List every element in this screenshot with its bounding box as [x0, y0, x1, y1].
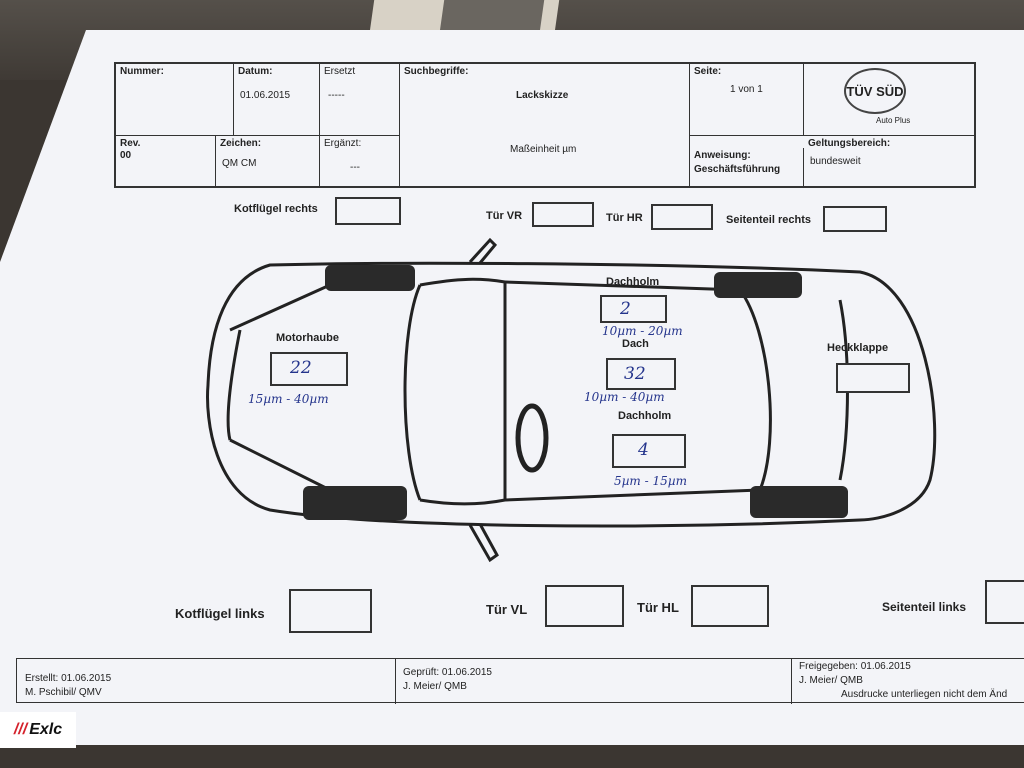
zeichen-value: QM CM	[222, 158, 257, 169]
steering-wheel	[515, 403, 549, 473]
seitenteil-links-box[interactable]	[985, 580, 1024, 624]
windshield-line	[403, 284, 422, 501]
dachholm-top-value: 2	[620, 299, 631, 319]
footer-divider-1	[395, 659, 396, 704]
motorhaube-label: Motorhaube	[276, 332, 339, 344]
datum-label: Datum:	[238, 66, 273, 77]
footer-divider-2	[791, 659, 792, 704]
freigegeben-by: J. Meier/ QMB	[799, 675, 863, 686]
kotfluegel-links-label: Kotflügel links	[175, 606, 265, 621]
mirror-right	[468, 237, 498, 264]
suchbegriffe-label: Suchbegriffe:	[404, 66, 469, 77]
wheel-front-right	[325, 265, 415, 291]
anweisung-value: Geschäftsführung	[694, 164, 781, 175]
rev-label: Rev.	[120, 138, 141, 149]
geprueft-by: J. Meier/ QMB	[403, 681, 467, 692]
dach-range: 10µm - 40µm	[584, 390, 665, 404]
tuer-vl-label: Tür VL	[486, 602, 528, 617]
footer-table: Erstellt: 01.06.2015 M. Pschibil/ QMV Ge…	[16, 658, 1024, 704]
logo-cell: TÜV SÜD Auto Plus	[804, 64, 974, 136]
zeichen-label: Zeichen:	[220, 138, 262, 149]
motorhaube-value: 22	[290, 358, 312, 378]
logo-subtitle: Auto Plus	[876, 116, 911, 125]
tuer-vr-box[interactable]	[532, 202, 594, 227]
geltung-value: bundesweit	[810, 156, 861, 167]
tuer-vl-box[interactable]	[545, 585, 624, 627]
dachholm-top-box[interactable]: 2	[600, 295, 667, 323]
disclaimer-note: Ausdrucke unterliegen nicht dem Änd	[841, 689, 1008, 700]
tuer-hr-box[interactable]	[651, 204, 713, 230]
erstellt-by: M. Pschibil/ QMV	[25, 687, 102, 698]
unit-label: Maßeinheit µm	[510, 144, 577, 155]
kotfluegel-rechts-label: Kotflügel rechts	[234, 203, 318, 215]
datum-value: 01.06.2015	[240, 90, 291, 101]
tuer-hl-box[interactable]	[691, 585, 769, 627]
geprueft-text: Geprüft: 01.06.2015	[403, 667, 492, 678]
dachholm-bottom-label: Dachholm	[618, 410, 672, 422]
kotfluegel-rechts-box[interactable]	[335, 197, 401, 225]
ersetzt-value: -----	[328, 90, 345, 101]
rev-cell: Rev. 00	[116, 136, 216, 188]
anweisung-cell: Anweisung: Geschäftsführung	[690, 148, 804, 188]
mirror-left	[468, 523, 499, 563]
roof-top-line	[504, 280, 741, 292]
ersetzt-cell: Ersetzt -----	[320, 64, 400, 136]
datum-cell: Datum: 01.06.2015	[234, 64, 320, 136]
rev-value: 00	[120, 150, 132, 161]
zeichen-cell: Zeichen: QM CM	[216, 136, 320, 188]
watermark-logo: /// Exlc	[0, 712, 76, 748]
freigegeben-text: Freigegeben: 01.06.2015	[799, 661, 911, 672]
tuv-logo-text: TÜV SÜD	[846, 83, 904, 99]
hood-line-bottom	[229, 438, 331, 492]
bonnet-front-line	[226, 329, 242, 441]
ersetzt-label: Ersetzt	[324, 66, 356, 77]
windshield-glass	[419, 277, 507, 506]
dachholm-top-range: 10µm - 20µm	[602, 324, 683, 338]
geltung-cell: Geltungsbereich: bundesweit	[804, 136, 974, 188]
dachholm-bottom-box[interactable]: 4	[612, 434, 686, 468]
dach-box[interactable]: 32	[606, 358, 676, 390]
motorhaube-box[interactable]: 22	[270, 352, 348, 386]
tuer-vr-label: Tür VR	[486, 210, 523, 222]
hood-line-top	[229, 283, 331, 332]
suchbegriffe-cell: Suchbegriffe: Lackskizze Maßeinheit µm	[400, 64, 690, 188]
watermark-text: Exlc	[29, 721, 63, 738]
kotfluegel-links-box[interactable]	[289, 589, 372, 633]
heckklappe-box[interactable]	[836, 363, 910, 393]
seite-value: 1 von 1	[730, 84, 763, 95]
ergaenzt-label: Ergänzt:	[324, 138, 362, 149]
document-title: Lackskizze	[516, 90, 569, 101]
geltung-label: Geltungsbereich:	[808, 138, 891, 149]
dach-value: 32	[624, 364, 646, 384]
seite-label: Seite:	[694, 66, 722, 77]
roof-bottom-line	[504, 488, 761, 502]
header-table: Nummer: Datum: 01.06.2015 Ersetzt ----- …	[114, 62, 976, 188]
tuer-hl-label: Tür HL	[637, 600, 679, 615]
car-outline	[206, 261, 937, 528]
anweisung-label: Anweisung:	[694, 150, 751, 161]
logo-bars-icon: ///	[13, 721, 28, 738]
motorhaube-range: 15µm - 40µm	[248, 392, 329, 406]
nummer-cell: Nummer:	[116, 64, 234, 136]
erstellt-text: Erstellt: 01.06.2015	[25, 673, 112, 684]
dachholm-bottom-range: 5µm - 15µm	[614, 474, 687, 488]
wheel-rear-left	[750, 486, 848, 518]
nummer-label: Nummer:	[120, 66, 164, 77]
rear-window-line	[738, 289, 772, 491]
wheel-front-left	[303, 486, 407, 520]
seitenteil-rechts-label: Seitenteil rechts	[726, 214, 811, 226]
seitenteil-rechts-box[interactable]	[823, 206, 887, 232]
dachholm-top-label: Dachholm	[606, 276, 660, 288]
tuv-logo: TÜV SÜD	[844, 68, 906, 114]
seite-cell: Seite: 1 von 1	[690, 64, 804, 136]
ergaenzt-cell: Ergänzt: ---	[320, 136, 400, 188]
wheel-rear-right	[714, 272, 802, 298]
seitenteil-links-label: Seitenteil links	[882, 600, 967, 614]
dachholm-bottom-value: 4	[638, 440, 649, 460]
heckklappe-label: Heckklappe	[827, 342, 889, 354]
tuer-hr-label: Tür HR	[606, 212, 643, 224]
dach-label: Dach	[622, 338, 649, 350]
ergaenzt-value: ---	[350, 162, 360, 173]
